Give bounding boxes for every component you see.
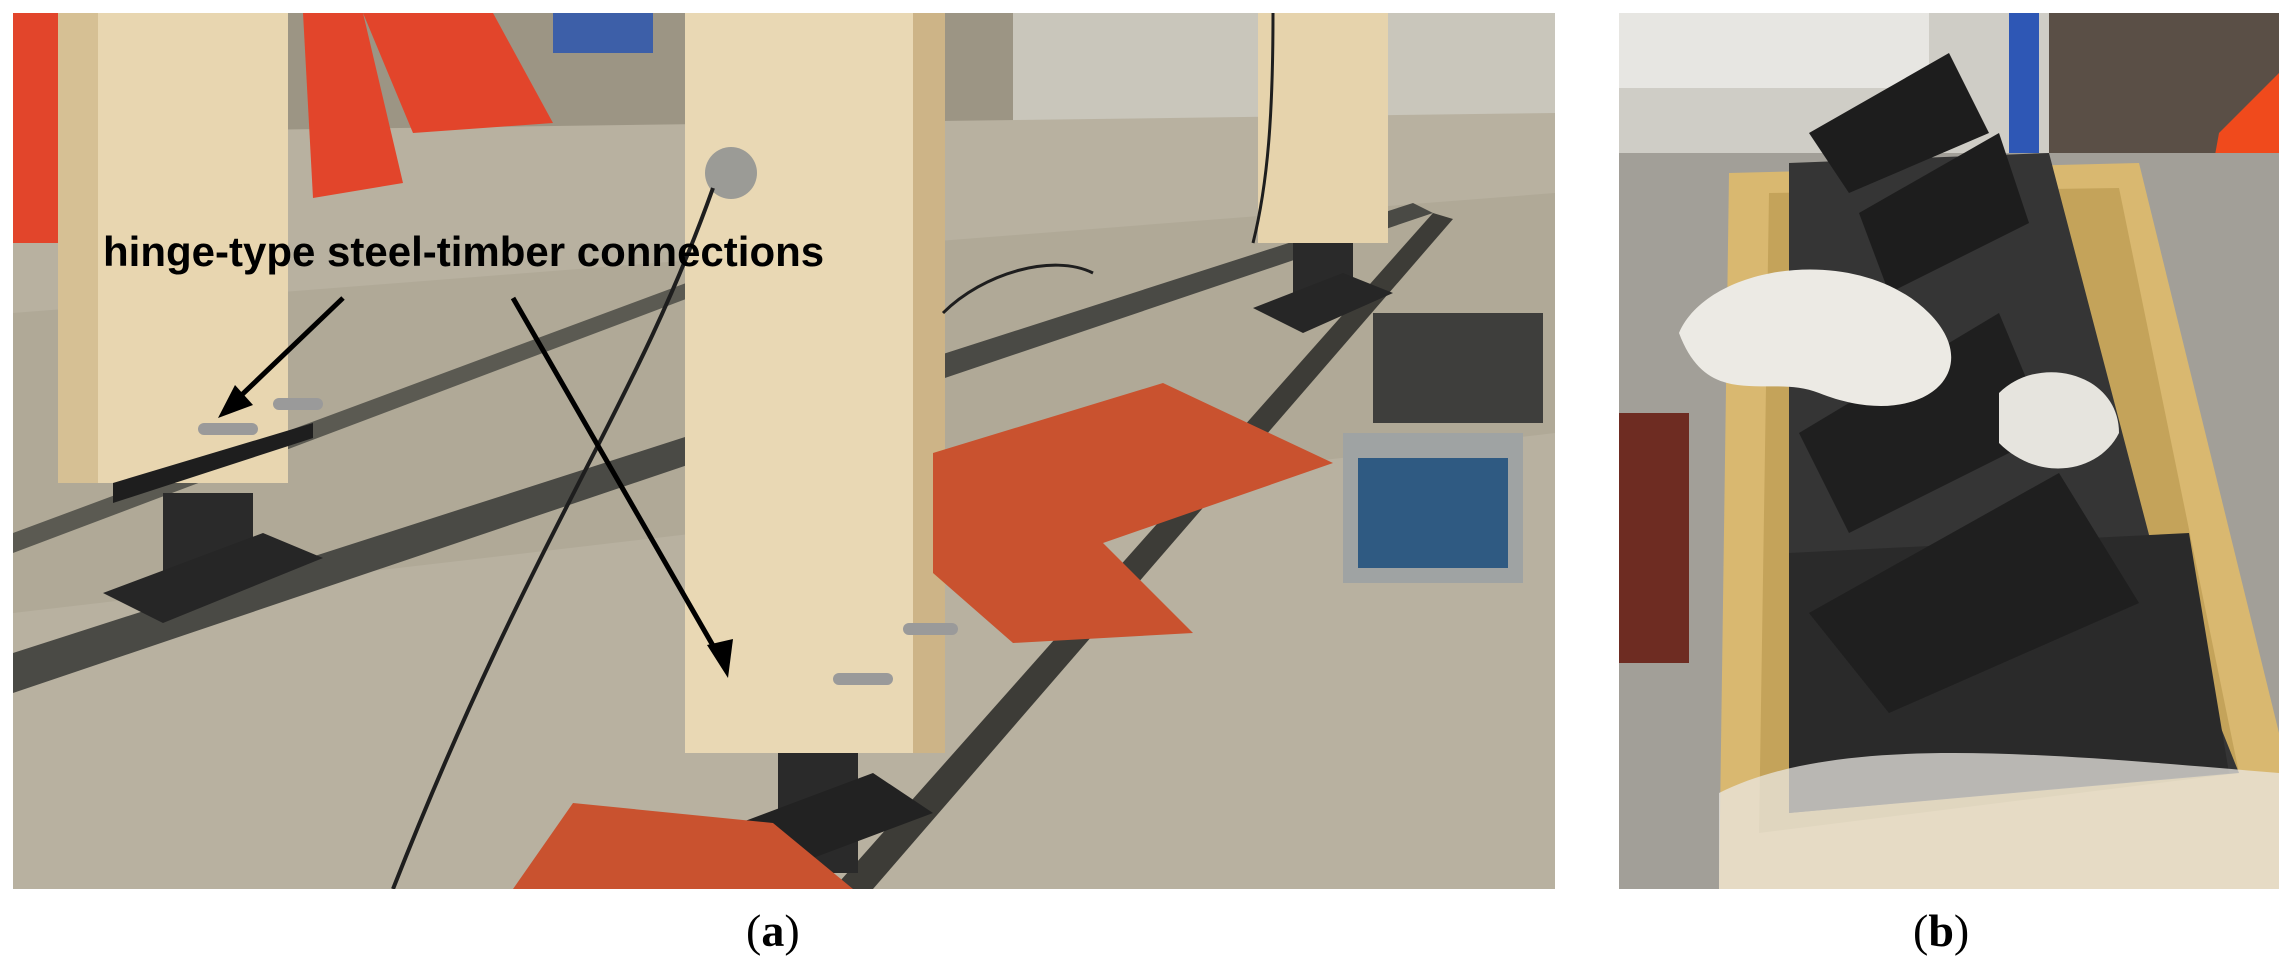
arrow-left-connection (226, 296, 345, 410)
photo-b-connection-parts (1619, 13, 2279, 889)
photo-a-test-setup (13, 13, 1555, 889)
photo-a-illustration (13, 13, 1555, 889)
photo-b-illustration (1619, 13, 2279, 889)
arrow-middle-connection (510, 296, 726, 665)
caption-a: (a) (746, 905, 800, 956)
caption-b: (b) (1913, 905, 1970, 956)
connection-annotation: hinge-type steel-timber connections (103, 228, 825, 275)
